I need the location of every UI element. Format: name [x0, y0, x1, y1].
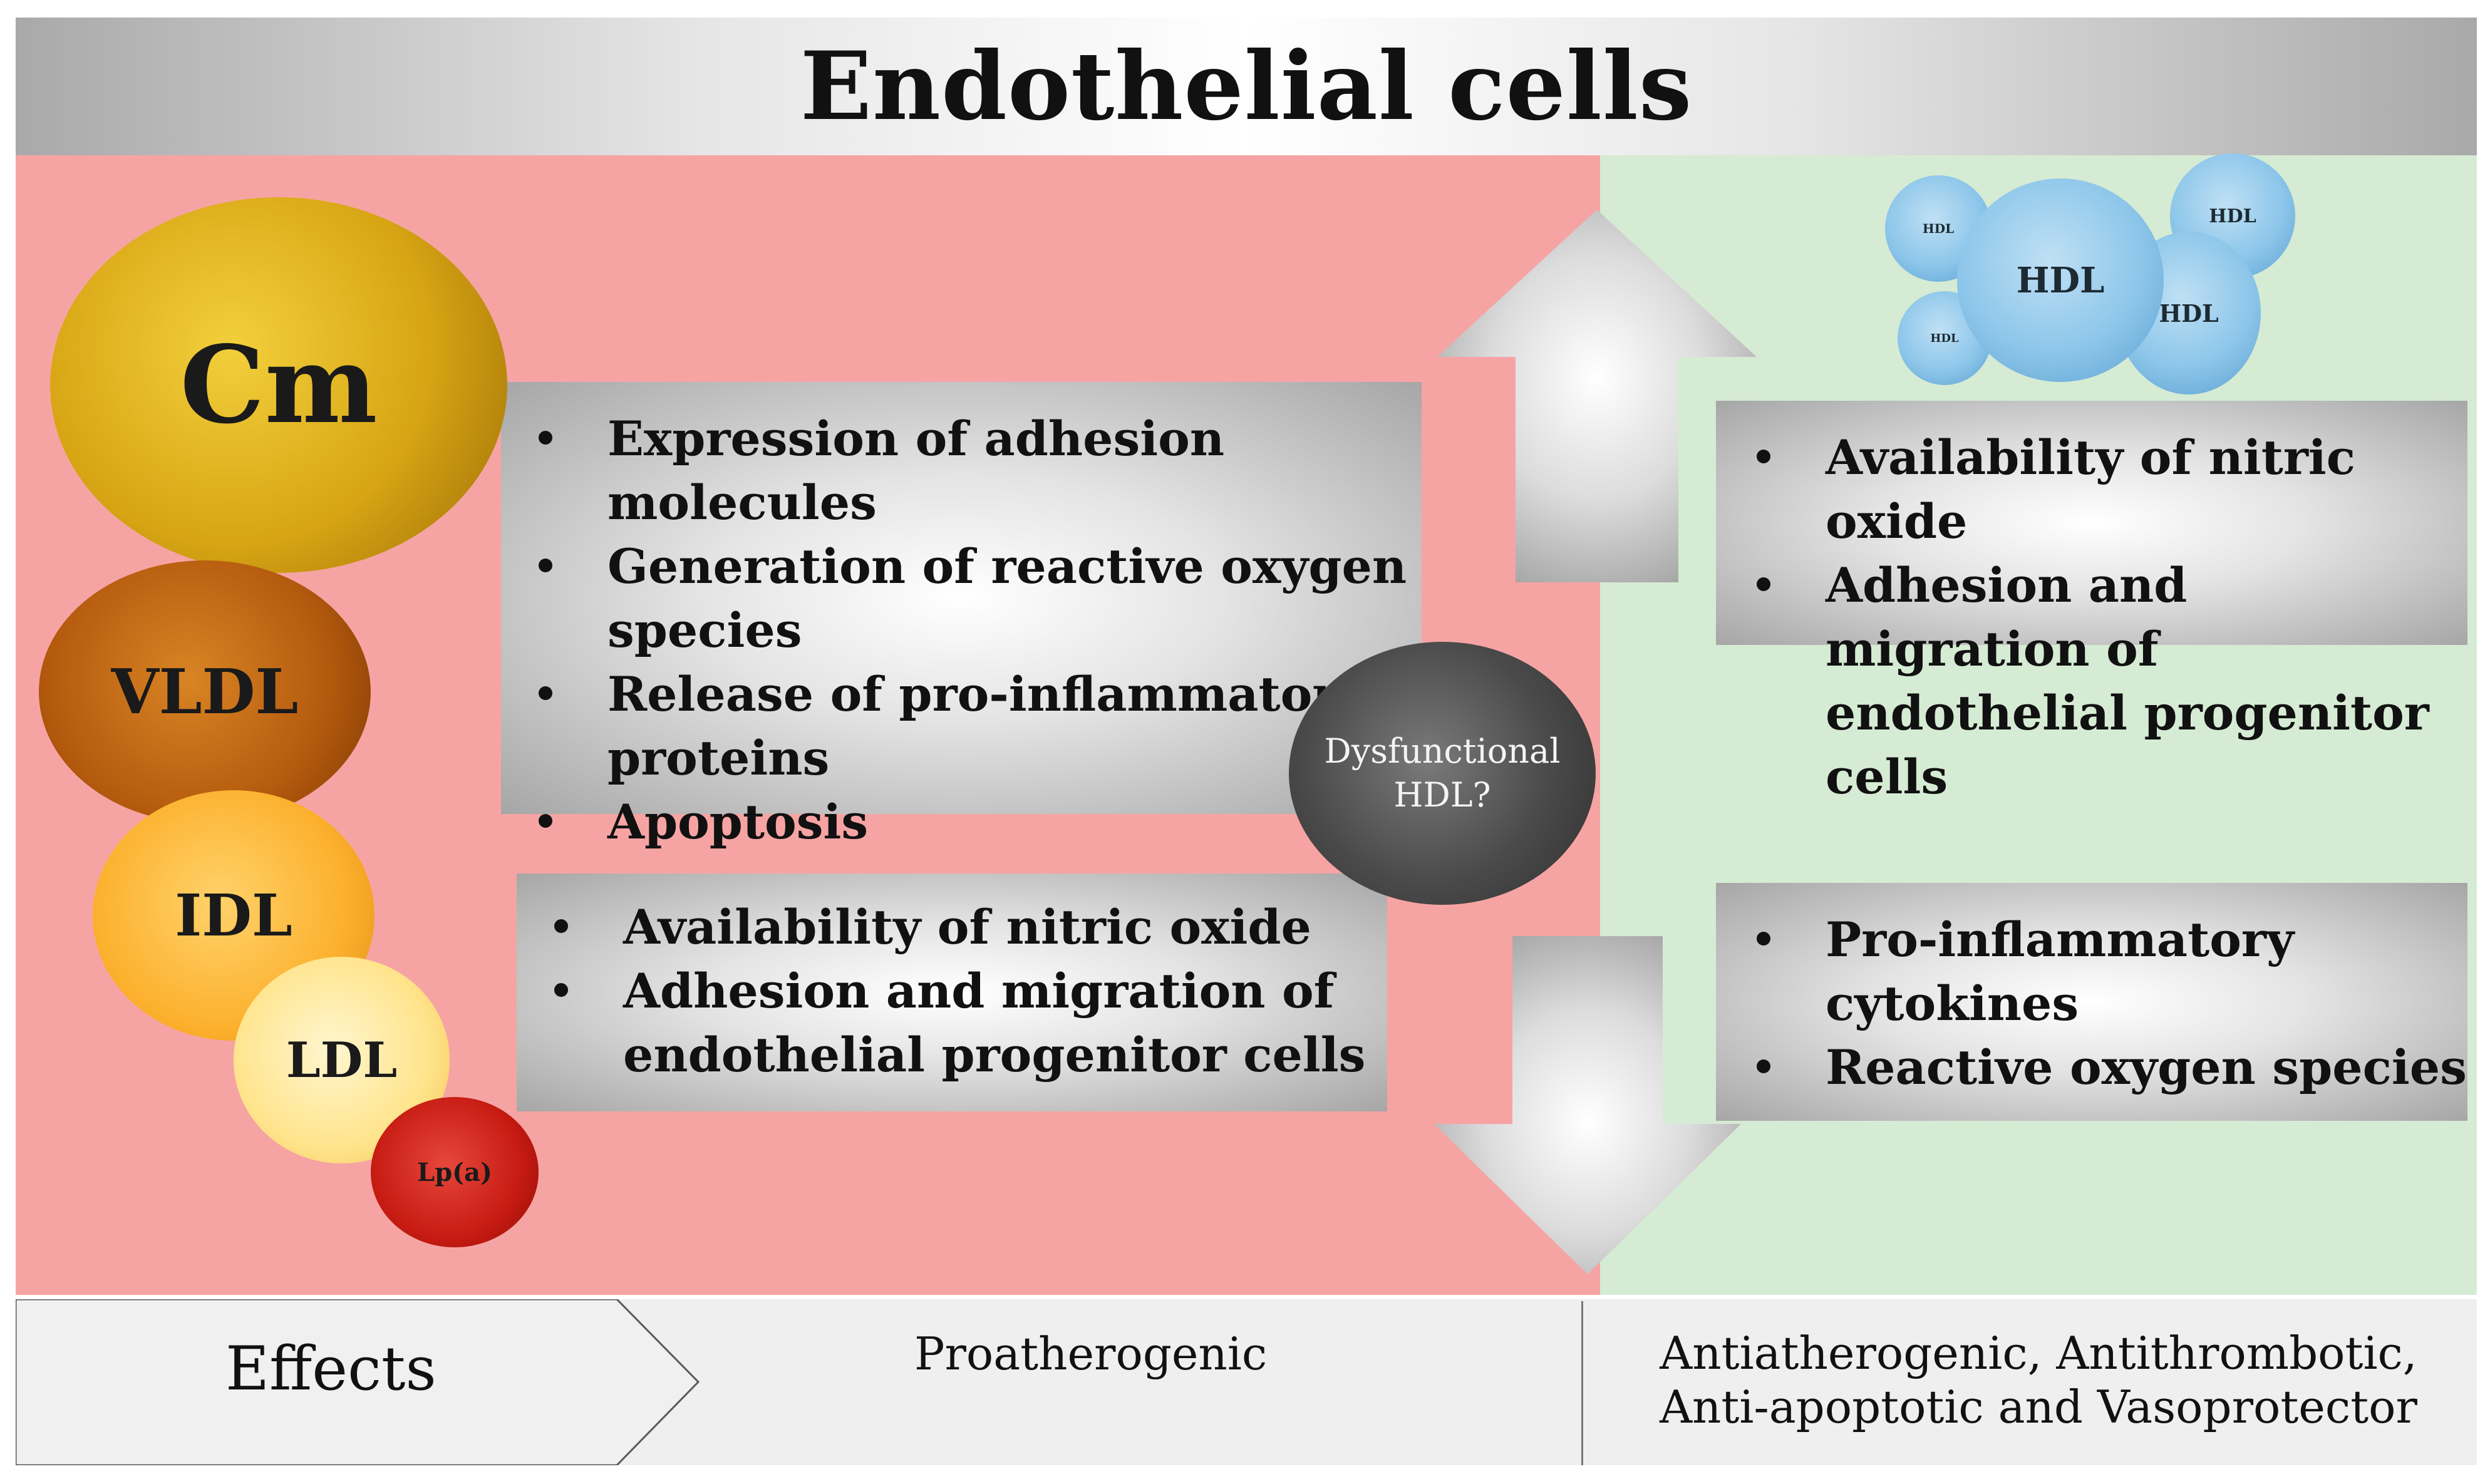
- dysfunctional-hdl-line2: HDL?: [1393, 775, 1491, 815]
- bullet-text: Reactive oxygen species: [1826, 1039, 2467, 1095]
- bullet-icon: [1757, 450, 1770, 463]
- bullet-text: Availability of nitric oxide: [1826, 430, 2356, 549]
- vldl-particle: VLDL: [39, 560, 371, 823]
- bullet-icon: [1757, 932, 1770, 946]
- antiatherogenic-label-line1: Antiatherogenic, Antithrombotic,: [1660, 1327, 2417, 1379]
- footer-divider: [1581, 1301, 1583, 1465]
- bullet-text: Expression of adhesion molecules: [607, 411, 1225, 530]
- bullet-item: Pro-inflammatory cytokines: [1757, 908, 2467, 1036]
- bullet-text: Adhesion and migration of endothelial pr…: [1826, 557, 2429, 805]
- ldl-particle: LDL: [234, 957, 450, 1163]
- dysfunctional-hdl-node: Dysfunctional HDL?: [1289, 642, 1596, 905]
- bullet-item: Generation of reactive oxygen species: [539, 535, 1422, 662]
- bullet-text: Adhesion and migration of endothelial pr…: [623, 963, 1366, 1083]
- bullet-icon: [539, 686, 552, 700]
- bullet-text: Availability of nitric oxide: [623, 899, 1311, 955]
- increase-arrow-icon: [1437, 210, 1757, 582]
- bullet-text: Generation of reactive oxygen species: [607, 538, 1407, 658]
- bullet-item: Reactive oxygen species: [1757, 1036, 2467, 1100]
- hdl-particle-main: HDL: [1957, 178, 2164, 382]
- bullet-icon: [554, 983, 568, 997]
- bullet-item: Availability of nitric oxide: [1757, 426, 2467, 554]
- bullet-text: Pro-inflammatory cytokines: [1826, 912, 2295, 1031]
- bullet-item: Apoptosis: [539, 790, 1422, 854]
- bullet-text: Release of pro-inflammatory proteins: [607, 666, 1365, 786]
- lpa-particle: Lp(a): [371, 1097, 539, 1247]
- bullet-icon: [539, 814, 552, 828]
- bullet-icon: [554, 919, 568, 933]
- antiatherogenic-label-line2: Anti-apoptotic and Vasoprotector: [1660, 1381, 2417, 1433]
- bullet-icon: [1757, 577, 1770, 591]
- bullet-icon: [539, 431, 552, 445]
- bullet-icon: [539, 559, 552, 572]
- bullet-item: Expression of adhesion molecules: [539, 407, 1422, 535]
- effects-chevron-shape: [16, 1299, 700, 1465]
- bullet-item: Adhesion and migration of endothelial pr…: [554, 959, 1387, 1087]
- bullet-text: Apoptosis: [607, 794, 869, 850]
- bullet-icon: [1757, 1059, 1770, 1073]
- proatherogenic-label: Proatherogenic: [914, 1327, 1268, 1380]
- bullet-item: Release of pro-inflammatory proteins: [539, 662, 1422, 790]
- decrease-arrow-icon: [1434, 936, 1741, 1274]
- title-bar: Endothelial cells: [16, 18, 2477, 155]
- antiatherogenic-label: Antiatherogenic, Antithrombotic, Anti-ap…: [1622, 1326, 2455, 1434]
- diagram-title: Endothelial cells: [800, 31, 1693, 142]
- bullet-item: Availability of nitric oxide: [554, 895, 1387, 959]
- chylomicron-particle: Cm: [50, 197, 507, 573]
- bullet-item: Adhesion and migration of endothelial pr…: [1757, 554, 2467, 809]
- dysfunctional-hdl-line1: Dysfunctional: [1324, 731, 1561, 771]
- effects-label: Effects: [225, 1334, 437, 1404]
